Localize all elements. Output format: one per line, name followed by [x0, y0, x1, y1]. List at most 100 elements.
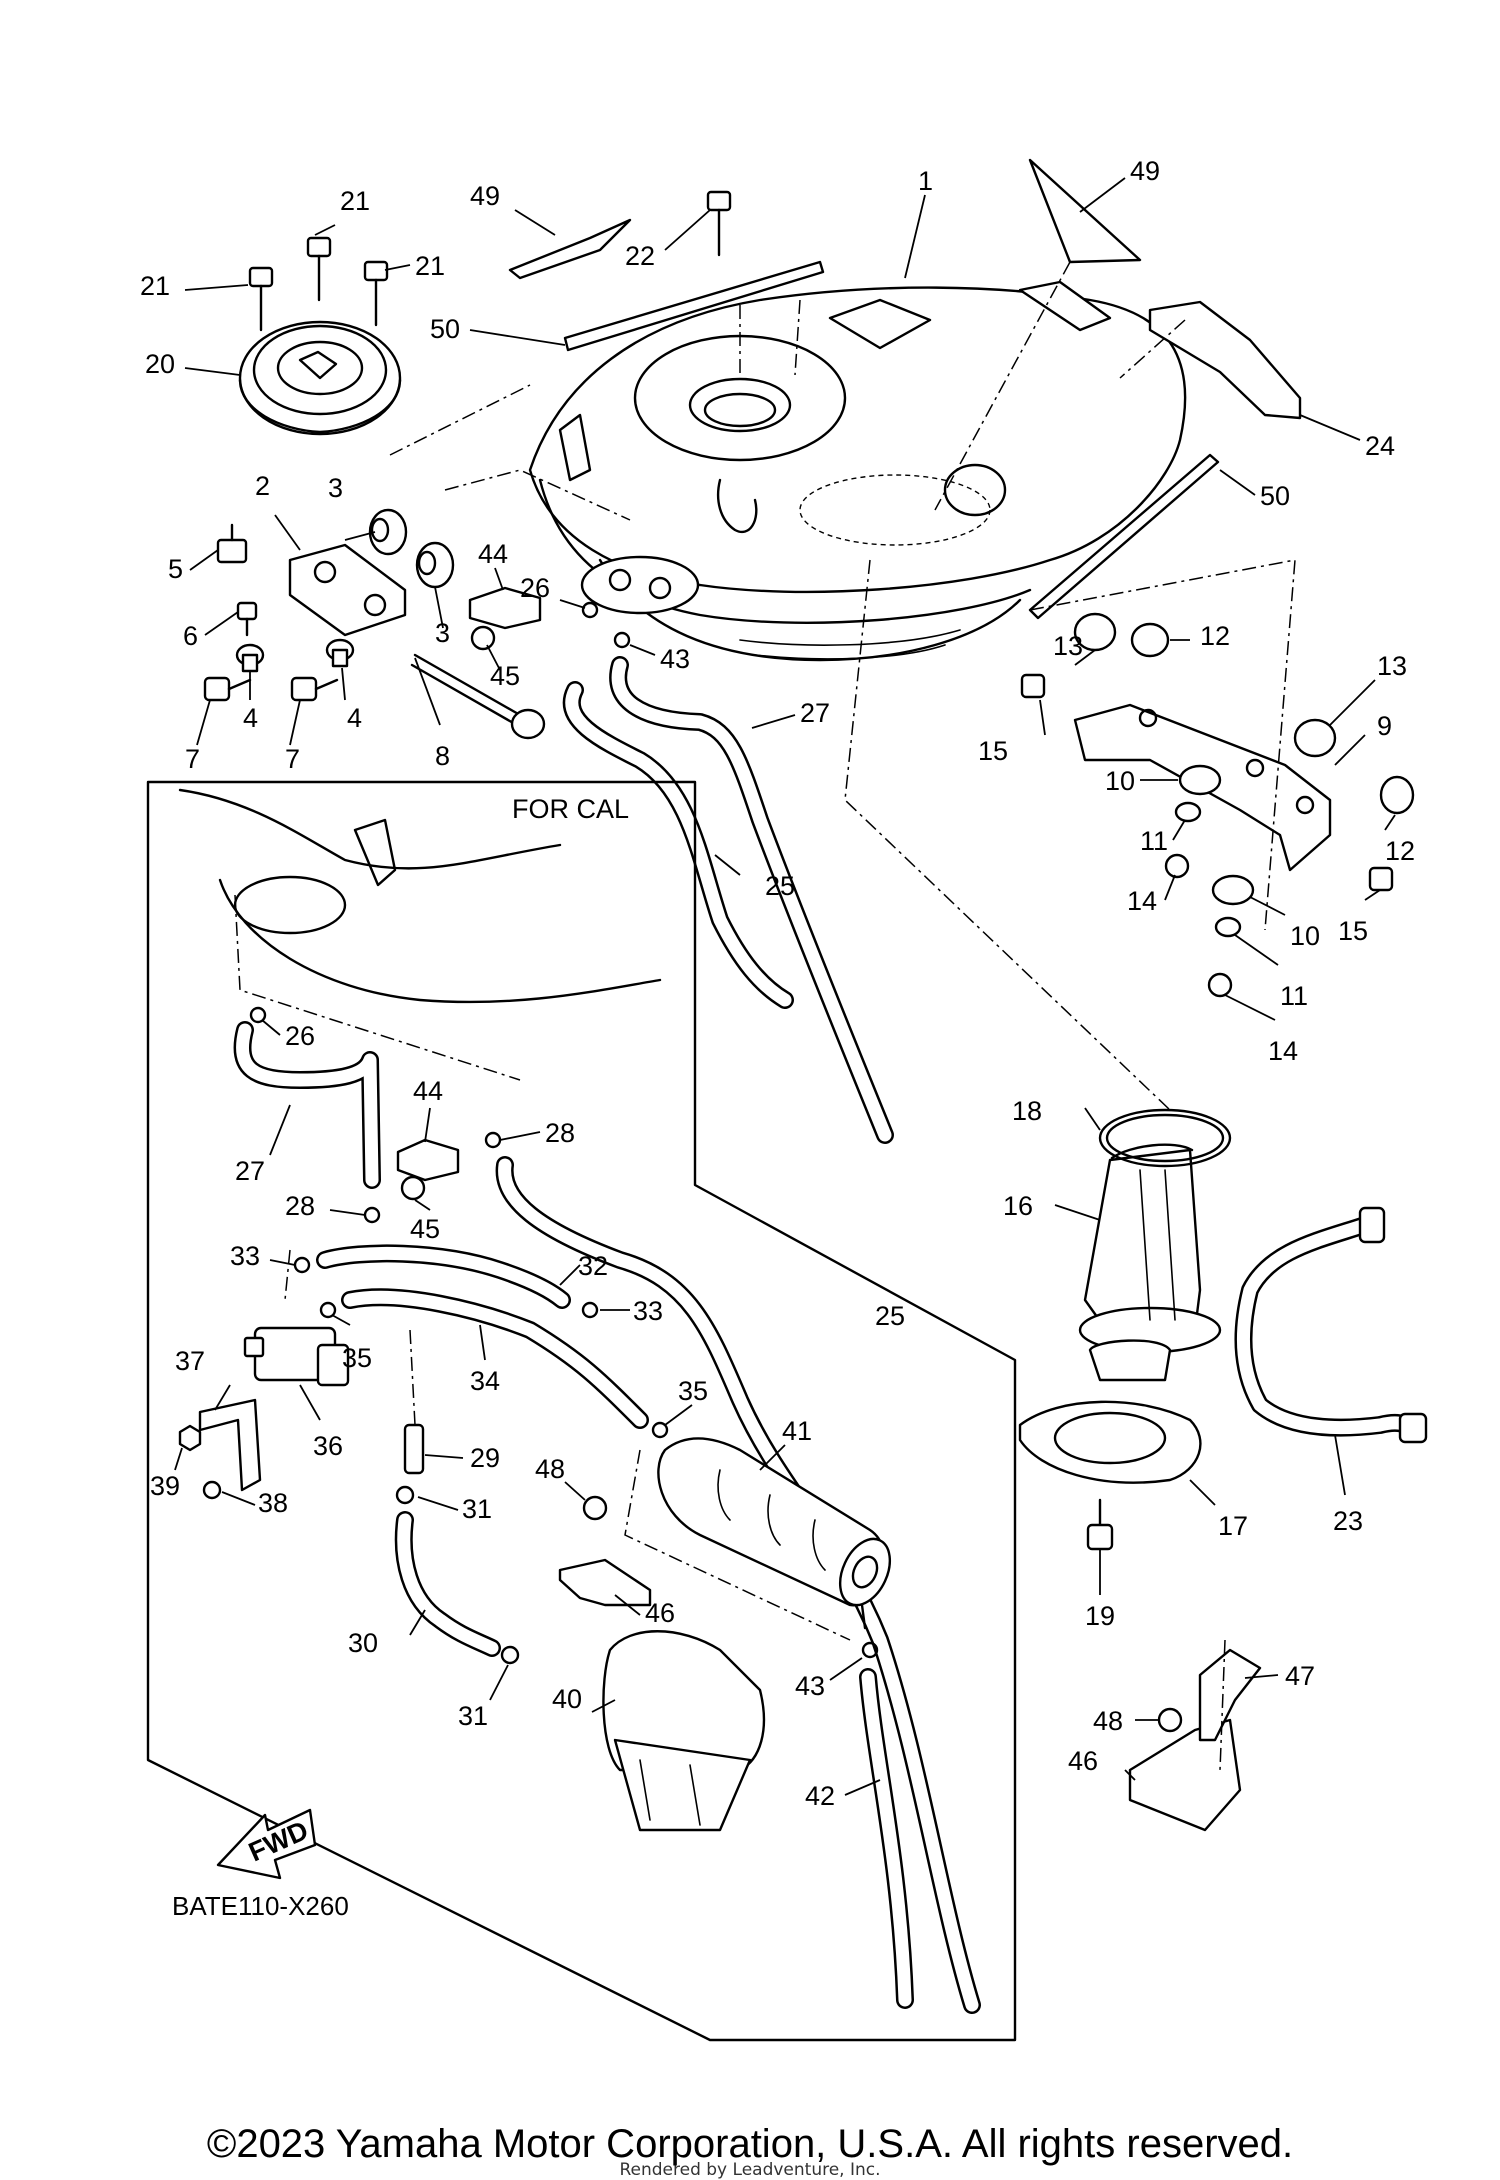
clamp-44-top [468, 586, 542, 630]
clip-31-a [395, 1485, 415, 1505]
bolt-7-b [290, 676, 339, 702]
callout-34: 34 [470, 1366, 500, 1396]
clip-33-b [581, 1301, 599, 1319]
clip-31-b [500, 1645, 520, 1665]
callout-20: 20 [145, 349, 175, 379]
canister-41 [657, 1437, 892, 1630]
hose-27-inset [233, 1021, 381, 1189]
callout-28-a: 28 [545, 1118, 575, 1148]
callout-48-right: 48 [1093, 1706, 1123, 1736]
callout-13-b: 13 [1377, 651, 1407, 681]
callout-39: 39 [150, 1471, 180, 1501]
hose-34 [341, 1288, 649, 1429]
diagram-code: BATE110-X260 [172, 1891, 349, 1921]
callout-18: 18 [1012, 1096, 1042, 1126]
clip-26-top [581, 601, 599, 619]
callout-32: 32 [578, 1251, 608, 1281]
damper-12-a [1130, 622, 1170, 658]
callout-25-inset: 25 [875, 1301, 905, 1331]
bolt-15-b [1368, 866, 1394, 892]
screw-14-a [1164, 853, 1190, 879]
callout-9: 9 [1377, 711, 1392, 741]
callout-7-a: 7 [185, 744, 200, 774]
clamp-44-inset [396, 1138, 460, 1182]
clip-35-b [651, 1421, 669, 1439]
pad-49-left [508, 218, 632, 280]
callout-6: 6 [183, 621, 198, 651]
grommet-10-a [1178, 764, 1222, 796]
damper-12-b [1379, 775, 1415, 815]
callout-50-side: 50 [1260, 481, 1290, 511]
callout-25-top: 25 [765, 871, 795, 901]
screw-45-inset [400, 1175, 426, 1201]
callout-15-a: 15 [978, 736, 1008, 766]
hose-25-inset [495, 1156, 981, 2014]
inset-tank [178, 788, 662, 1004]
callout-27-top: 27 [800, 698, 830, 728]
o-ring-18 [1098, 1108, 1232, 1168]
callout-43-inset: 43 [795, 1671, 825, 1701]
callout-46-inset: 46 [645, 1598, 675, 1628]
bolt-22 [706, 190, 732, 257]
pad-49-right [1028, 158, 1142, 264]
callout-7-b: 7 [285, 744, 300, 774]
callout-26-inset: 26 [285, 1021, 315, 1051]
screw-48-right [1157, 1707, 1183, 1733]
strip-50-top [563, 260, 825, 352]
callout-27-inset: 27 [235, 1156, 265, 1186]
callout-29: 29 [470, 1443, 500, 1473]
clip-43-inset [861, 1641, 879, 1659]
copyright-notice: ©2023 Yamaha Motor Corporation, U.S.A. A… [206, 2122, 1294, 2166]
callout-23: 23 [1333, 1506, 1363, 1536]
damper-3-a [368, 508, 408, 556]
callout-31-a: 31 [462, 1494, 492, 1524]
callout-16: 16 [1003, 1191, 1033, 1221]
callout-45-inset: 45 [410, 1214, 440, 1244]
bracket-46-inset [558, 1558, 652, 1607]
callout-19: 19 [1085, 1601, 1115, 1631]
fwd-arrow-icon [216, 1808, 317, 1880]
clip-26-inset [249, 1006, 267, 1024]
screw-45-top [470, 625, 496, 651]
collar-11-a [1174, 801, 1202, 823]
pump-plate-17 [1018, 1400, 1202, 1484]
callout-42: 42 [805, 1781, 835, 1811]
o-ring-18-inner [1105, 1113, 1225, 1163]
fuel-pump-16 [1078, 1143, 1222, 1382]
callout-21-c: 21 [415, 251, 445, 281]
bolt-15-a [1020, 673, 1046, 699]
callout-44-inset: 44 [413, 1076, 443, 1106]
callout-47: 47 [1285, 1661, 1315, 1691]
collar-4-b [325, 638, 355, 668]
callout-13-a: 13 [1053, 631, 1083, 661]
strip-50-side [1028, 453, 1220, 620]
callout-46-right: 46 [1068, 1746, 1098, 1776]
callout-14-a: 14 [1127, 886, 1157, 916]
clip-35-a [319, 1301, 337, 1319]
hose-25-top [562, 681, 794, 1009]
hose-30 [394, 1511, 501, 1657]
callout-37: 37 [175, 1346, 205, 1376]
bracket-37 [198, 1398, 262, 1492]
callout-3-b: 3 [435, 618, 450, 648]
clip-43-top [613, 631, 631, 649]
collar-4-a [235, 643, 265, 673]
hose-27-top [609, 656, 894, 1144]
callout-2: 2 [255, 471, 270, 501]
callout-33-b: 33 [633, 1296, 663, 1326]
tank-bracket-2 [288, 543, 407, 637]
bolt-7-a [203, 676, 252, 702]
sensor-5 [216, 523, 248, 564]
callout-45-top: 45 [490, 661, 520, 691]
bolt-8 [410, 653, 546, 740]
callout-14-b: 14 [1268, 1036, 1298, 1066]
collar-11-b [1214, 916, 1242, 938]
bracket-46-right [1128, 1718, 1242, 1832]
solenoid-valve-36 [243, 1326, 350, 1387]
callout-11-a: 11 [1140, 826, 1168, 856]
bolt-21-c [363, 260, 389, 327]
callout-50-top: 50 [430, 314, 460, 344]
callout-12-a: 12 [1200, 621, 1230, 651]
leader-lines [174, 177, 1396, 1796]
